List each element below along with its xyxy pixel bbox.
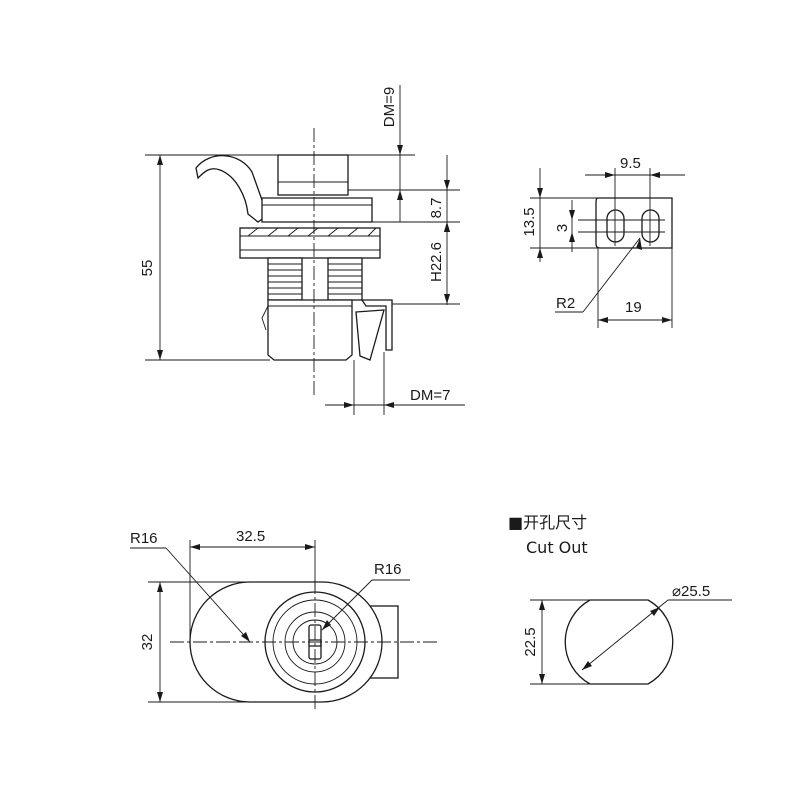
cam-view: 9.5 13.5 3 R2 19 [521,155,685,328]
side-view: 55 DM=9 8.7 H22.6 DM=7 [139,85,465,415]
latch-hook [355,299,393,361]
dim-9-5: 9.5 [620,155,641,172]
flange [239,227,381,259]
dim-32: 32 [139,634,156,651]
dim-13-5: 13.5 [521,207,538,236]
dim-r16-left: R16 [130,530,158,547]
thread-right [327,257,363,301]
dim-19: 19 [625,299,642,316]
cutout-title-cn: ■开孔尺寸 [508,513,587,532]
front-view: 32.5 32 R16 R16 [130,528,440,712]
dim-r2: R2 [556,295,575,312]
thread-left [267,257,303,301]
cutout-title-en: Cut Out [526,538,588,557]
dim-55: 55 [139,260,156,277]
lower-body [267,299,353,361]
cutout-view: ■开孔尺寸 Cut Out ⌀25.5 22.5 [508,513,732,685]
cutout-shape [564,599,674,685]
dim-32-5: 32.5 [236,528,265,545]
handle-lever [195,155,273,223]
dim-diameter: ⌀25.5 [672,583,710,600]
cam-slot-right [641,209,660,243]
dim-8-7: 8.7 [428,198,445,219]
dim-3: 3 [554,224,571,232]
top-cap [277,154,349,196]
collar [261,197,373,223]
cam-slot-left [606,209,625,243]
dim-dm9: DM=9 [381,87,398,127]
dim-r16-right: R16 [374,561,402,578]
dim-h22-6: H22.6 [428,242,445,282]
dim-22-5: 22.5 [522,627,539,656]
dim-dm7: DM=7 [410,387,450,404]
